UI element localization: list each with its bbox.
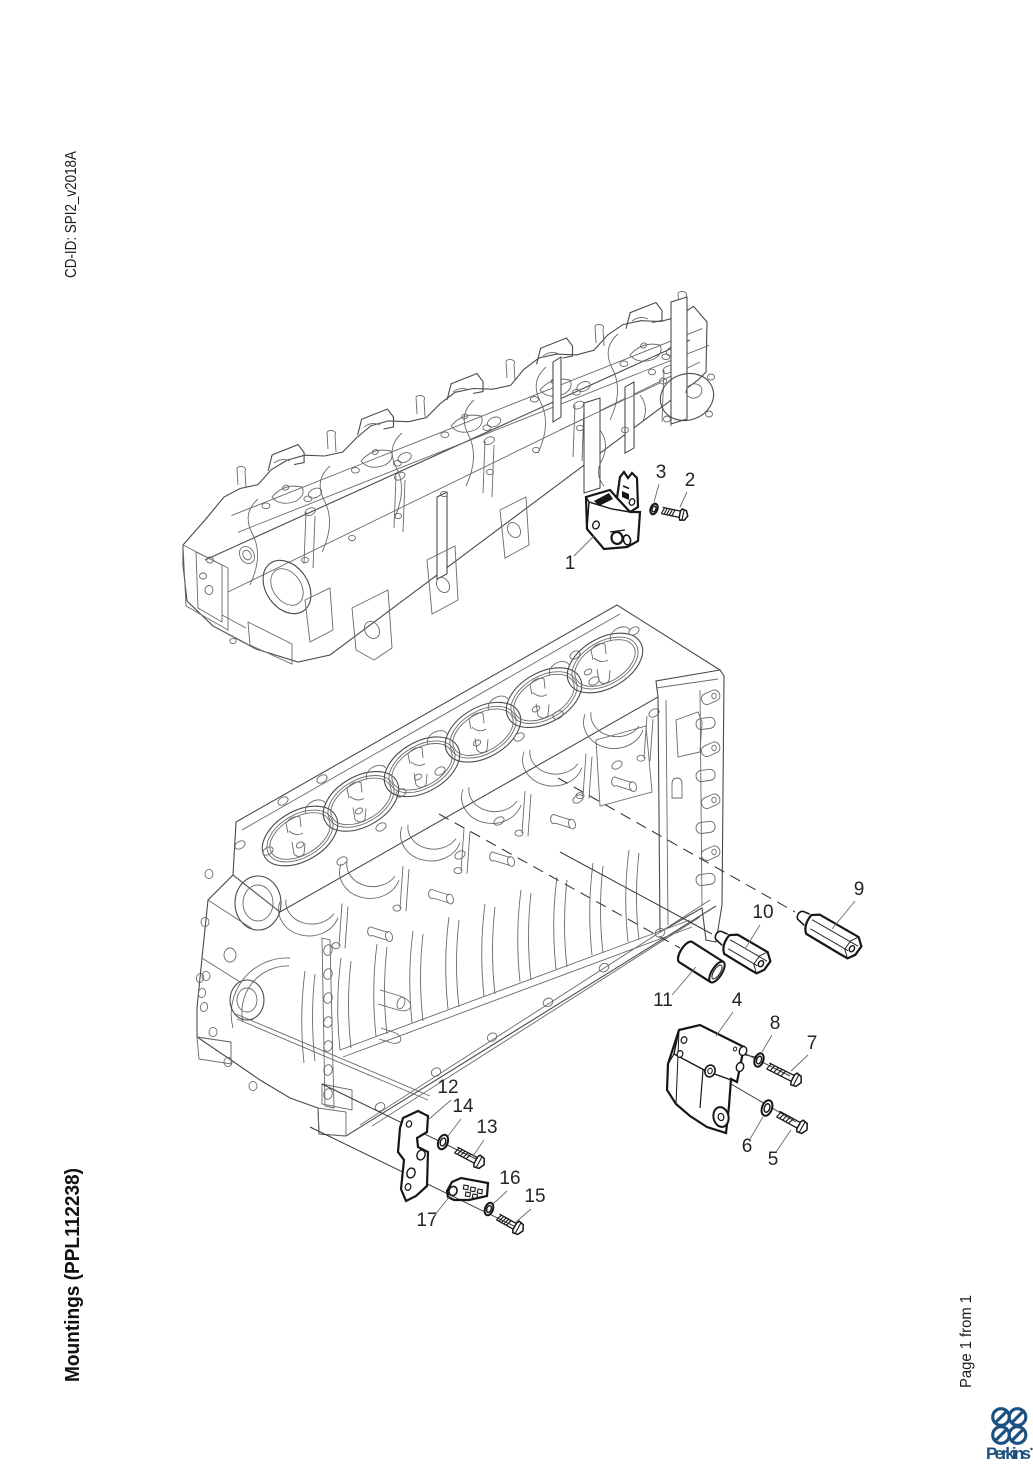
svg-text:6: 6 [742,1136,753,1157]
svg-text:Page 1 from 1: Page 1 from 1 [958,1295,975,1388]
svg-text:3: 3 [656,462,667,483]
svg-text:2: 2 [685,470,696,491]
svg-text:4: 4 [732,990,743,1011]
svg-text:7: 7 [807,1033,818,1054]
svg-text:11: 11 [653,990,673,1011]
svg-text:10: 10 [752,902,773,923]
svg-text:8: 8 [770,1013,781,1034]
svg-text:Perkins: Perkins [986,1444,1031,1461]
svg-text:16: 16 [499,1168,520,1189]
svg-text:14: 14 [452,1096,474,1117]
svg-text:9: 9 [854,879,865,900]
svg-text:CD-ID: SPI2_v2018A: CD-ID: SPI2_v2018A [63,151,80,278]
svg-text:15: 15 [524,1186,545,1207]
svg-text:13: 13 [476,1117,497,1138]
svg-text:1: 1 [565,553,576,574]
svg-text:5: 5 [768,1149,779,1170]
svg-text:Mountings (PPL112238): Mountings (PPL112238) [62,1168,84,1382]
svg-text:12: 12 [437,1077,458,1098]
svg-text:17: 17 [416,1210,437,1231]
